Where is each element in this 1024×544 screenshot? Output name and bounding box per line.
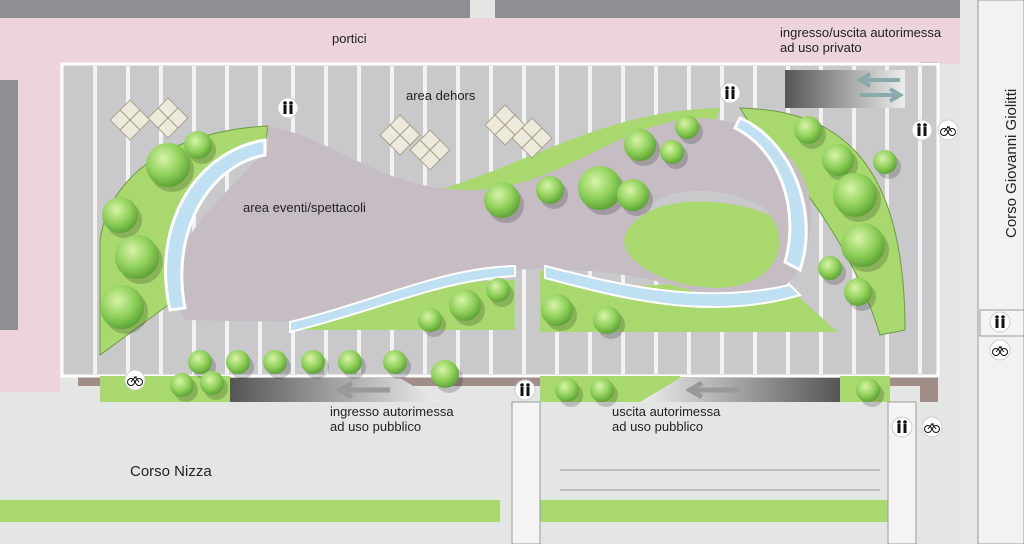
tree-icon	[578, 166, 622, 210]
label-public-exit-2: ad uso pubblico	[612, 419, 703, 434]
tree-icon	[818, 256, 842, 280]
street-name-corso-nizza: Corso Nizza	[130, 463, 212, 480]
pedestrian-icon	[514, 379, 536, 401]
bicycle-icon	[124, 369, 146, 391]
private-garage-ramp	[785, 70, 905, 108]
bike-lane-bottom	[78, 376, 938, 386]
bicycle-icon	[921, 416, 943, 438]
tree-icon	[590, 378, 614, 402]
plaza-island-lawn	[624, 201, 780, 288]
tree-icon	[844, 278, 872, 306]
tree-icon	[383, 350, 407, 374]
dehors-umbrellas	[109, 97, 553, 171]
tree-icon	[486, 278, 510, 302]
pedestrian-icon	[277, 97, 299, 119]
umbrella-icon	[494, 124, 516, 146]
tree-icon	[856, 378, 880, 402]
label-public-entry-2: ad uso pubblico	[330, 419, 421, 434]
umbrella-icon	[419, 149, 441, 171]
tree-icon	[338, 350, 362, 374]
tree-icon	[301, 350, 325, 374]
public-garage-entry-ramp	[230, 378, 440, 402]
building-top-left	[0, 0, 470, 18]
tree-icon	[822, 144, 854, 176]
label-private-garage-2: ad uso privato	[780, 40, 862, 55]
median-lawn-left	[0, 500, 500, 522]
tree-icon	[170, 373, 194, 397]
tree-icon	[593, 306, 621, 334]
tree-icon	[484, 182, 520, 218]
tree-icon	[226, 350, 250, 374]
tree-icon	[102, 197, 138, 233]
tree-icon	[188, 350, 212, 374]
water-feature-bottom-left	[289, 264, 516, 334]
label-public-exit-1: uscita autorimessa	[612, 404, 721, 419]
street-name-corso-giolitti: Corso Giovanni Giolitti	[1003, 89, 1020, 238]
tree-icon	[555, 378, 579, 402]
bicycle-icon	[937, 119, 959, 141]
tree-icon	[660, 140, 684, 164]
tree-icon	[624, 129, 656, 161]
tree-icon	[675, 115, 699, 139]
tree-icon	[184, 131, 212, 159]
tree-icon	[200, 371, 224, 395]
tree-icon	[617, 179, 649, 211]
pedestrian-icon	[911, 119, 933, 141]
pedestrian-icon	[891, 416, 913, 438]
tree-icon	[794, 116, 822, 144]
tree-icon	[431, 360, 459, 388]
tree-icon	[841, 223, 885, 267]
portico-band	[0, 18, 960, 64]
tree-icon	[449, 289, 481, 321]
sidewalk-right	[977, 0, 1024, 544]
pedestrian-icon	[989, 311, 1011, 333]
tree-icon	[541, 294, 573, 326]
label-area-dehors: area dehors	[406, 88, 476, 103]
tree-icon	[418, 308, 442, 332]
umbrella-icon	[389, 134, 411, 156]
arrow-icon	[856, 72, 900, 88]
building-top-right	[495, 0, 960, 18]
path-markers	[124, 82, 1011, 438]
tree-icon	[146, 143, 190, 187]
water-feature-bottom-right	[544, 264, 802, 308]
water-feature-right	[732, 116, 808, 273]
trees	[100, 115, 901, 407]
arrow-icon	[335, 380, 390, 400]
label-public-entry-1: ingresso autorimessa	[330, 404, 454, 419]
tree-icon	[873, 150, 897, 174]
tree-icon	[536, 176, 564, 204]
building-left	[0, 80, 18, 330]
tree-icon	[100, 285, 144, 329]
umbrella-icon	[157, 117, 179, 139]
tree-icon	[833, 173, 877, 217]
median-lawn-right	[540, 500, 890, 522]
bicycle-icon	[989, 339, 1011, 361]
pedestrian-icon	[719, 82, 741, 104]
label-portici: portici	[332, 31, 367, 46]
label-area-eventi: area eventi/spettacoli	[243, 200, 366, 215]
label-private-garage-1: ingresso/uscita autorimessa	[780, 25, 942, 40]
umbrella-icon	[119, 119, 141, 141]
tree-icon	[115, 235, 159, 279]
arrow-icon	[860, 87, 904, 103]
umbrella-icon	[521, 137, 543, 159]
tree-icon	[263, 350, 287, 374]
arrow-icon	[685, 380, 740, 400]
crosswalk-center	[511, 401, 541, 544]
water-feature-left	[164, 138, 267, 312]
